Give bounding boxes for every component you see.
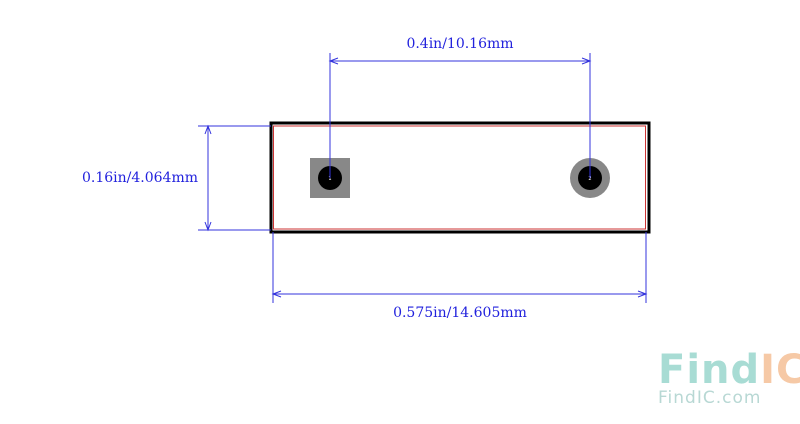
body-length-dimension	[271, 232, 648, 303]
pad-2-label: 2	[588, 176, 591, 182]
watermark-logo: FindIC	[658, 347, 800, 393]
body-inner-outline	[273, 125, 646, 230]
body-length-label: 0.575in/14.605mm	[393, 305, 527, 321]
pin-pitch-dimension	[328, 53, 592, 178]
watermark-logo-ic: IC	[760, 347, 800, 393]
pad-1-label: 1	[328, 176, 331, 182]
body-height-label: 0.16in/4.064mm	[82, 170, 198, 186]
watermark-site: FindIC.com	[658, 388, 761, 408]
findic-watermark: FindIC FindIC.com	[658, 347, 800, 408]
body-height-dimension	[198, 124, 271, 232]
watermark-logo-find: Find	[658, 347, 760, 393]
pin-pitch-label: 0.4in/10.16mm	[406, 36, 513, 52]
body-outline	[269, 121, 651, 234]
